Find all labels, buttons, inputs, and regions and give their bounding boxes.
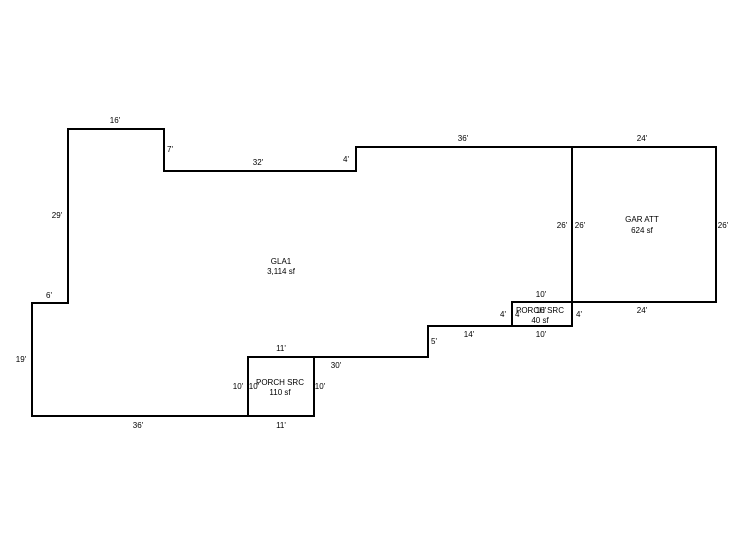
dim-gla-step-up: 4' [343,155,349,164]
garage-area: 624 sf [631,226,654,235]
dim-porch-small-top: 10' [536,290,547,299]
garage-outline [571,146,717,303]
dim-garage-top: 24' [637,134,648,143]
dim-gla-bottom-mid: 30' [331,361,342,370]
dim-garage-right: 26' [718,221,729,230]
dim-gla-top-left: 16' [110,116,121,125]
gla1-label: GLA1 [271,257,292,266]
dim-porch-large-top: 11' [276,344,286,353]
dim-gla-step-5: 5' [431,337,437,346]
dim-gla-right: 26' [557,221,568,230]
dim-porch-small-inner-top: 10' [536,306,547,315]
dim-gla-step-14: 14' [464,330,475,339]
porch-large-area: 110 sf [269,388,291,397]
dim-porch-large-left-in: 10' [249,382,260,391]
dim-gla-bottom-left: 36' [133,421,144,430]
dim-garage-bottom: 24' [637,306,648,315]
dim-porch-small-bottom: 10' [536,330,547,339]
gla1-area: 3,114 sf [267,267,296,276]
dim-porch-small-right: 4' [576,310,582,319]
dim-porch-large-bottom: 11' [276,421,286,430]
dim-gla-left-step: 6' [46,291,52,300]
porch-small-outline [511,301,573,327]
garage-label: GAR ATT [625,215,659,224]
dim-gla-left-lower: 19' [16,355,27,364]
dim-porch-small-left-out: 4' [500,310,506,319]
porch-large-outline [247,356,315,417]
gla1-outline [31,128,573,417]
porch-small-area: 40 sf [531,316,549,325]
dim-gla-notch-bottom: 32' [253,158,264,167]
dim-gla-left-upper: 29' [52,211,63,220]
dim-porch-large-left-out: 10' [233,382,244,391]
dim-garage-left: 26' [575,221,586,230]
dim-porch-large-right: 10' [315,382,326,391]
porch-large-label: PORCH SRC [256,378,304,387]
dim-porch-small-left-in: 4' [515,310,521,319]
dim-gla-top-right: 36' [458,134,469,143]
dim-gla-notch-height: 7' [167,145,173,154]
porch-small-label: PORCH SRC [516,306,564,315]
